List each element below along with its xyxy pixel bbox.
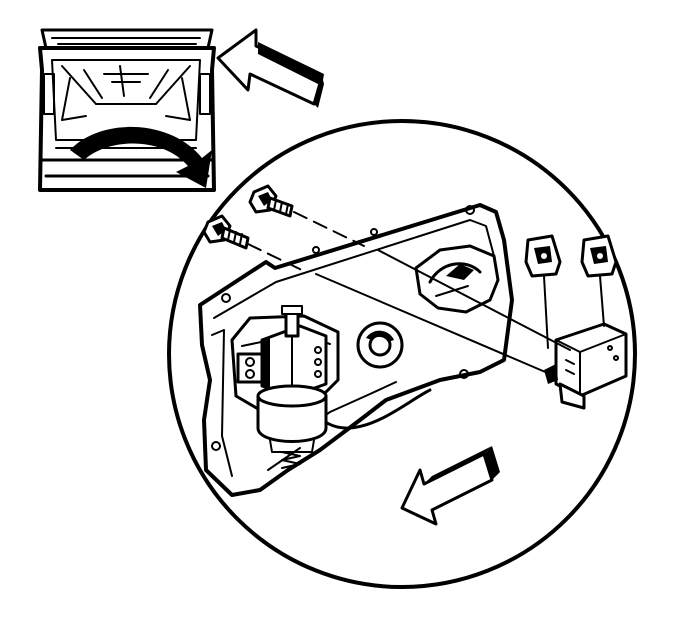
bolt-centerlines xyxy=(247,211,365,273)
relay-module xyxy=(544,322,628,410)
direction-arrow-icon xyxy=(400,446,500,526)
clip-right xyxy=(580,234,618,278)
valve-assembly xyxy=(230,305,340,469)
bolt-upper xyxy=(248,184,294,218)
clip-leader-lines xyxy=(315,249,605,375)
vehicle-rear-view xyxy=(38,28,216,192)
bolt-lower xyxy=(202,214,250,250)
clip-left xyxy=(524,234,562,278)
view-direction-arrow-icon xyxy=(216,28,324,108)
swing-arrow-icon xyxy=(70,126,212,188)
